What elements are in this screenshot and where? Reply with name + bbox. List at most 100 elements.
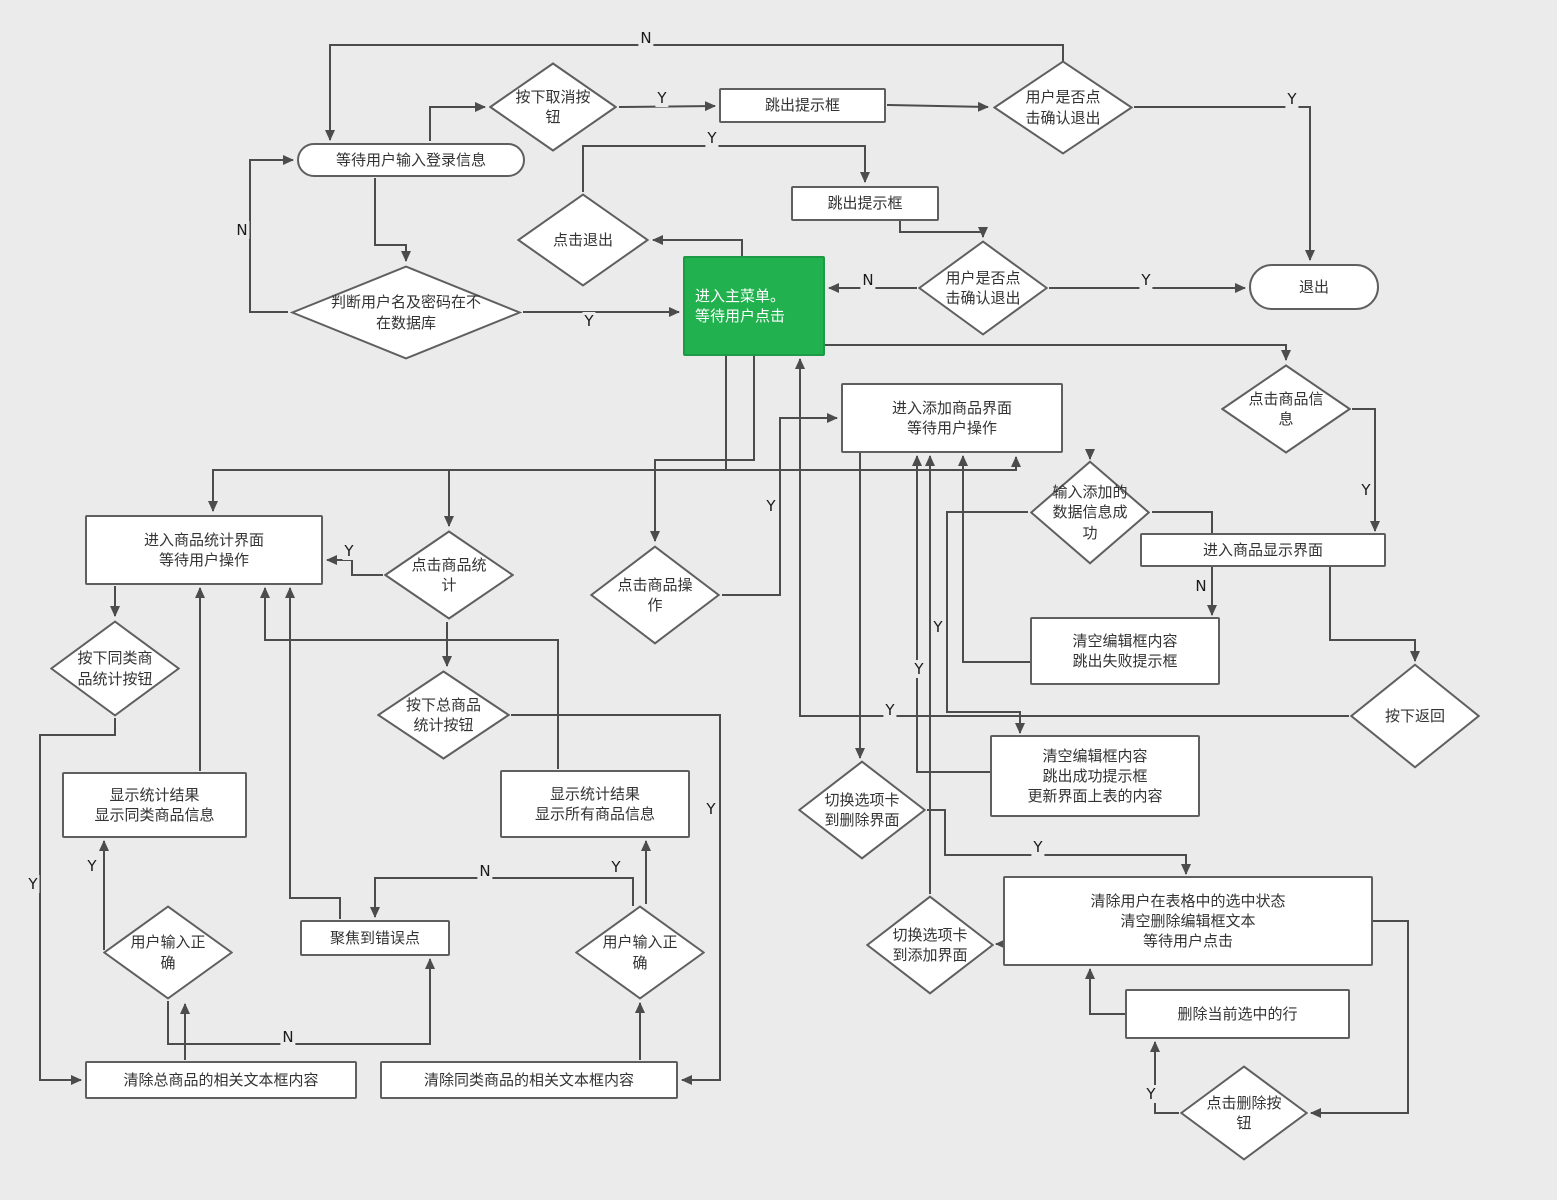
diamond-shape	[103, 905, 233, 1000]
diamond-shape	[1180, 1065, 1308, 1161]
node-exit: 退出	[1249, 264, 1379, 310]
node-label: 点击商品统 计	[411, 555, 487, 594]
edge-label-y: Y	[1359, 481, 1373, 499]
node-confirm-exit-check-2: 用户是否点 击确认退出	[918, 240, 1048, 336]
node-label: 进入商品显示界面	[1202, 540, 1323, 559]
edge-label-y: Y	[931, 618, 945, 636]
node-label: 清除总商品的相关文本框内容	[123, 1070, 319, 1089]
node-label: 退出	[1298, 277, 1329, 296]
node-label: 点击商品信 息	[1248, 389, 1324, 428]
node-press-cancel-check: 按下取消按 钮	[489, 62, 617, 152]
node-label: 进入商品统计界面 等待用户操作	[143, 530, 264, 569]
node-wait-login-input: 等待用户输入登录信息	[297, 143, 525, 177]
node-label: 按下返回	[1384, 706, 1445, 725]
node-label: 点击删除按 钮	[1206, 1093, 1282, 1132]
edge-label-y: Y	[1139, 271, 1153, 289]
node-click-product-stats-check: 点击商品统 计	[384, 530, 514, 620]
node-label: 进入主菜单。 等待用户点击	[695, 286, 786, 325]
diamond-shape	[384, 530, 514, 620]
edge-label-n: N	[234, 221, 250, 239]
node-label: 等待用户输入登录信息	[335, 150, 486, 169]
node-click-product-ops-check: 点击商品操 作	[590, 545, 720, 645]
edge-label-y: Y	[342, 542, 356, 560]
diamond-shape	[489, 62, 617, 152]
diamond-shape	[590, 545, 720, 645]
node-label: 用户输入正 确	[602, 933, 678, 972]
node-label: 跳出提示框	[764, 96, 840, 115]
node-main-menu: 进入主菜单。 等待用户点击	[683, 256, 825, 356]
edge-label-n: N	[860, 271, 876, 289]
node-show-all-results: 显示统计结果 显示所有商品信息	[500, 770, 690, 838]
node-same-type-stats-button-check: 按下同类商 品统计按钮	[50, 620, 180, 717]
node-popup-prompt-1: 跳出提示框	[719, 88, 886, 123]
node-label: 按下取消按 钮	[515, 87, 591, 126]
diamond-shape	[1221, 364, 1351, 454]
edge-label-n: N	[638, 29, 654, 47]
node-label: 清空编辑框内容 跳出成功提示框 更新界面上表的内容	[1027, 746, 1163, 806]
edge-label-y: Y	[609, 858, 623, 876]
node-press-back-check: 按下返回	[1350, 663, 1480, 769]
node-total-stats-button-check: 按下总商品 统计按钮	[377, 670, 510, 760]
edge-label-y: Y	[764, 497, 778, 515]
edge-label-n: N	[477, 862, 493, 880]
edge-label-n: N	[1193, 577, 1209, 595]
node-label: 清空编辑框内容 跳出失败提示框	[1072, 631, 1178, 670]
node-clear-editbox-fail-prompt: 清空编辑框内容 跳出失败提示框	[1030, 617, 1220, 685]
node-user-input-valid-check-right: 用户输入正 确	[575, 905, 705, 1000]
node-focus-error-point: 聚焦到错误点	[300, 920, 450, 956]
node-label: 切换选项卡 到删除界面	[824, 790, 900, 829]
node-label: 用户是否点 击确认退出	[1025, 88, 1101, 127]
node-label: 显示统计结果 显示所有商品信息	[534, 784, 655, 823]
node-label: 聚焦到错误点	[329, 928, 420, 947]
diamond-shape	[575, 905, 705, 1000]
node-label: 跳出提示框	[827, 194, 903, 213]
node-add-product-screen: 进入添加商品界面 等待用户操作	[841, 383, 1063, 453]
node-popup-prompt-2: 跳出提示框	[791, 186, 939, 221]
node-label: 按下同类商 品统计按钮	[77, 649, 153, 688]
diamond-shape	[50, 620, 180, 717]
diamond-shape	[377, 670, 510, 760]
node-click-product-info-check: 点击商品信 息	[1221, 364, 1351, 454]
edge-label-y: Y	[704, 800, 718, 818]
edge-label-y: Y	[705, 129, 719, 147]
node-product-stats-screen: 进入商品统计界面 等待用户操作	[85, 515, 323, 585]
node-label: 清除用户在表格中的选中状态 清空删除编辑框文本 等待用户点击	[1090, 891, 1286, 951]
diamond-shape	[517, 193, 649, 287]
node-clear-total-textboxes: 清除总商品的相关文本框内容	[85, 1061, 357, 1099]
node-label: 点击退出	[552, 230, 613, 249]
diamond-shape	[290, 265, 522, 360]
node-delete-screen-wait: 清除用户在表格中的选中状态 清空删除编辑框文本 等待用户点击	[1003, 876, 1373, 966]
node-user-input-valid-check-left: 用户输入正 确	[103, 905, 233, 1000]
edge-label-y: Y	[85, 857, 99, 875]
node-clear-same-type-textboxes: 清除同类商品的相关文本框内容	[380, 1061, 678, 1099]
edge-label-y: Y	[1285, 90, 1299, 108]
edge-label-y: Y	[912, 660, 926, 678]
diamond-shape	[798, 760, 926, 860]
node-label: 用户是否点 击确认退出	[945, 268, 1021, 307]
diamond-shape	[866, 895, 994, 995]
node-delete-selected-row: 删除当前选中的行	[1125, 989, 1350, 1039]
node-click-exit-check: 点击退出	[517, 193, 649, 287]
node-product-display-screen: 进入商品显示界面	[1140, 533, 1386, 567]
node-label: 输入添加的 数据信息成 功	[1052, 483, 1128, 542]
edge-label-y: Y	[26, 875, 40, 893]
diamond-shape	[918, 240, 1048, 336]
node-label: 按下总商品 统计按钮	[405, 695, 481, 734]
edge-label-y: Y	[1031, 838, 1045, 856]
node-label: 进入添加商品界面 等待用户操作	[891, 398, 1012, 437]
edge-label-y: Y	[655, 89, 669, 107]
node-confirm-exit-check-1: 用户是否点 击确认退出	[993, 60, 1133, 155]
node-label: 用户输入正 确	[130, 933, 206, 972]
edge-label-y: Y	[1144, 1085, 1158, 1103]
edge-label-n: N	[280, 1028, 296, 1046]
node-credentials-check: 判断用户名及密码在不 在数据库	[290, 265, 522, 360]
edge-label-y: Y	[883, 701, 897, 719]
node-label: 显示统计结果 显示同类商品信息	[94, 785, 215, 824]
node-label: 点击商品操 作	[617, 575, 693, 614]
diamond-shape	[1350, 663, 1480, 769]
diamond-shape	[1030, 460, 1150, 565]
node-label: 清除同类商品的相关文本框内容	[423, 1070, 634, 1089]
node-show-same-type-results: 显示统计结果 显示同类商品信息	[62, 772, 247, 838]
node-label: 判断用户名及密码在不 在数据库	[330, 293, 481, 332]
